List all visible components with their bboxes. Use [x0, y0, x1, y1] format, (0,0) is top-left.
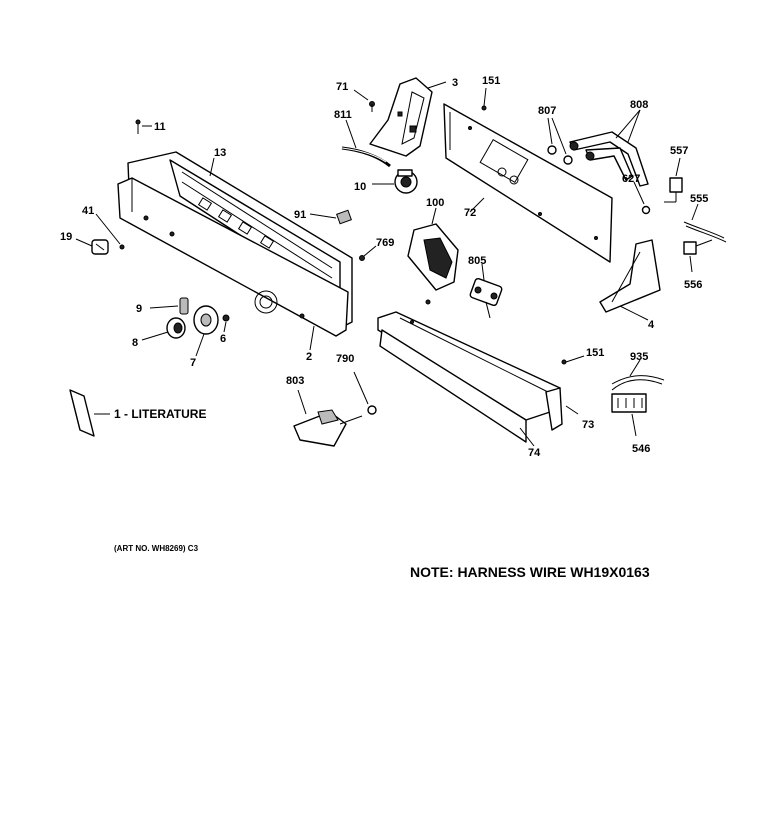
clip-91 — [309, 209, 352, 225]
screw-dot — [425, 299, 431, 305]
label-74: 74 — [528, 447, 541, 459]
label-557: 557 — [670, 145, 688, 157]
label-7: 7 — [190, 357, 196, 369]
knob-19 — [75, 238, 109, 255]
rear-panel-72 — [443, 103, 613, 263]
hose-808 — [569, 109, 649, 187]
label-9: 9 — [136, 303, 142, 315]
label-6: 6 — [220, 333, 226, 345]
clip-627 — [633, 181, 651, 215]
wire-555 — [683, 203, 727, 243]
connector-557 — [664, 157, 683, 203]
clip-41 — [95, 213, 125, 250]
timer-100 — [407, 207, 459, 291]
bracket-3 — [369, 77, 447, 157]
screw-71 — [353, 89, 375, 112]
literature-booklet — [69, 389, 95, 437]
dial-7 — [193, 305, 219, 357]
label-556: 556 — [684, 279, 702, 291]
screw-11 — [135, 119, 152, 134]
valve-807 — [547, 117, 573, 165]
label-805: 805 — [468, 255, 486, 267]
bottom-rail-74 — [377, 311, 561, 447]
harness-935 — [611, 359, 665, 391]
pressure-switch-10 — [372, 169, 418, 194]
label-100: 100 — [426, 197, 444, 209]
connector-546 — [611, 393, 647, 437]
control-panel-2 — [117, 177, 349, 337]
label-3: 3 — [452, 77, 458, 89]
label-13: 13 — [214, 147, 226, 159]
label-546: 546 — [632, 443, 650, 455]
harness-note: NOTE: HARNESS WIRE WH19X0163 — [410, 564, 650, 580]
bracket-73 — [545, 387, 579, 431]
label-803: 803 — [286, 375, 304, 387]
label-769: 769 — [376, 237, 394, 249]
screw-151-top — [481, 87, 487, 111]
label-811: 811 — [334, 109, 352, 121]
knob-8 — [141, 317, 186, 341]
label-literature: 1 - LITERATURE — [114, 407, 206, 421]
label-808: 808 — [630, 99, 648, 111]
label-73: 73 — [582, 419, 594, 431]
label-627: 627 — [622, 173, 640, 185]
label-11: 11 — [154, 121, 166, 133]
label-807: 807 — [538, 105, 556, 117]
valve-805 — [469, 263, 503, 319]
label-2: 2 — [306, 351, 312, 363]
spring-9 — [149, 297, 189, 315]
label-151-lower: 151 — [586, 347, 604, 359]
label-10: 10 — [354, 181, 366, 193]
door-803 — [293, 389, 363, 447]
label-555: 555 — [690, 193, 708, 205]
label-91: 91 — [294, 209, 306, 221]
label-8: 8 — [132, 337, 138, 349]
screw-790 — [353, 371, 377, 415]
label-935: 935 — [630, 351, 648, 363]
hose-811 — [341, 119, 391, 168]
label-4: 4 — [648, 319, 655, 331]
label-72: 72 — [464, 207, 476, 219]
clip-769 — [359, 245, 377, 261]
label-790: 790 — [336, 353, 354, 365]
end-cap-4 — [599, 239, 661, 321]
screw-151-lower — [561, 355, 585, 365]
label-71: 71 — [336, 81, 348, 93]
label-41: 41 — [82, 205, 94, 217]
art-number: (ART NO. WH8269) C3 — [114, 544, 199, 553]
label-19: 19 — [60, 231, 72, 243]
clip-6 — [222, 314, 230, 333]
plug-556 — [683, 239, 713, 273]
label-151-top: 151 — [482, 75, 500, 87]
